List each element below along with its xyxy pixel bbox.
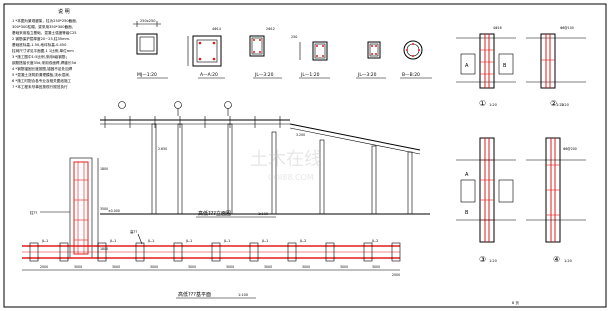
elevation-scale: 1:100 xyxy=(258,212,268,216)
section-label: JL—3:20 xyxy=(357,72,377,78)
plan-beam-label: JL-1 xyxy=(109,239,116,243)
plan-dims: 2000 3000 3000 3000 3000 3000 3000 3000 … xyxy=(40,265,400,277)
side-dim: 1800 xyxy=(100,167,108,171)
svg-text:3000: 3000 xyxy=(372,265,380,269)
detail-letter: B xyxy=(503,63,507,69)
side-dim: 3500 xyxy=(100,207,108,211)
rebar-label: 4Φ16 xyxy=(493,26,502,30)
svg-text:3000: 3000 xyxy=(74,265,82,269)
note-line: 1 *本图为景观廊架，柱为250*250截面， xyxy=(12,18,79,23)
svg-text:3000: 3000 xyxy=(150,265,158,269)
note-line: 2 钢筋保护层厚度20~25,柱35mm. xyxy=(12,36,70,41)
section-bb: B—B:20 xyxy=(400,40,432,79)
footing-detail-4: Φ8@200 ④ 1:20 xyxy=(526,137,586,264)
section-label: JL—1:20 xyxy=(300,72,320,78)
section-jl3a: 2Φ12 JL—3:20 xyxy=(249,27,282,79)
plan-scale: 1:100 xyxy=(238,293,248,297)
foundation-plan: JL-1 JL-1 JL-1 JL-1 JL-1 JL-1 JL-2 JL-2 … xyxy=(22,229,401,299)
section-dim: 250x250 xyxy=(140,19,155,23)
elevation-mark: 2.650 xyxy=(158,147,167,151)
rebar-label: 2Φ12 xyxy=(266,27,275,31)
detail-scale: 1:20 xyxy=(561,103,569,107)
section-label: A—A:20 xyxy=(200,72,218,78)
corner-mark: 1:20 xyxy=(556,103,564,107)
watermark-sub: COI88.COM xyxy=(268,173,314,182)
plan-beam-label: JL-1 xyxy=(223,239,230,243)
svg-text:2000: 2000 xyxy=(40,265,48,269)
plan-beam-label: JL-1 xyxy=(185,239,192,243)
note-line: 7 *本工程未尽事宜按现行规范执行 xyxy=(12,84,68,89)
watermark-text: 土木在线 xyxy=(250,149,322,170)
footing-detail-3: A B ③ 1:20 xyxy=(456,137,516,264)
note-line: 基础采用独立基础，混凝土强度等级C25 xyxy=(12,30,77,35)
watermark: 土木在线 COI88.COM xyxy=(250,149,322,182)
detail-letter: B xyxy=(465,210,469,216)
rebar-label: 4Φ14 xyxy=(212,27,221,31)
note-line: 5 *混凝土浇筑前清理模板,浇水湿润, xyxy=(12,72,70,77)
note-line: 4 *钢筋锚固长度按图,锚固不足处加焊 xyxy=(12,66,73,71)
elevation-rafters xyxy=(104,116,281,128)
section-dim: 250 xyxy=(291,35,297,39)
detail-scale: 1:20 xyxy=(564,259,572,263)
detail-letter: A xyxy=(465,63,469,69)
elevation-view: 2.650 3.200 ±0.000 高低???立面图 1:100 xyxy=(100,101,430,218)
notes-title: 说 明 xyxy=(58,8,70,15)
side-frame: 柱?? 1800 3500 1800 xyxy=(30,157,108,259)
svg-text:3000: 3000 xyxy=(264,265,272,269)
drawing-border xyxy=(3,3,607,308)
plan-beam-label: JL-2 xyxy=(299,239,306,243)
note-line: 300*300柱帽，梁采用350*300截面， xyxy=(12,24,75,29)
side-dim: 1800 xyxy=(100,247,108,251)
plan-beam-label: JL-1 xyxy=(261,239,268,243)
note-line: 柱网尺寸详见平面图,1 1比例,单位mm xyxy=(12,48,74,53)
callout: 柱?? xyxy=(30,210,37,215)
section-label: B—B:20 xyxy=(402,72,420,78)
note-line: 6 *施工时配合各专业及相关图纸施工 xyxy=(12,78,72,83)
detail-number: ② xyxy=(550,99,557,108)
detail-number: ③ xyxy=(479,255,486,264)
svg-text:3000: 3000 xyxy=(112,265,120,269)
detail-scale: 1:20 xyxy=(489,259,497,263)
detail-number: ④ xyxy=(553,255,560,264)
detail-letter: A xyxy=(465,172,469,178)
note-line: 3 *施工图中1:5比例,采用Ⅱ级钢筋； xyxy=(12,54,69,59)
plan-beam-label: JL-2 xyxy=(371,239,378,243)
svg-text:3000: 3000 xyxy=(340,265,348,269)
section-label: MJ—1:20 xyxy=(137,72,157,78)
rebar-label: Φ8@100 xyxy=(560,26,574,30)
page-mark: 8 页 xyxy=(512,301,519,305)
elevation-mark: 3.200 xyxy=(296,133,305,137)
svg-text:3000: 3000 xyxy=(226,265,234,269)
section-jl3b: JL—3:20 xyxy=(356,41,386,79)
detail-number: ① xyxy=(479,99,486,108)
svg-text:3000: 3000 xyxy=(302,265,310,269)
section-aa: 4Φ14 A—A:20 xyxy=(187,27,225,79)
notes-block: 说 明 1 *本图为景观廊架，柱为250*250截面， 300*300柱帽，梁采… xyxy=(12,8,79,89)
section-mj1: 250x250 MJ—1:20 xyxy=(133,19,168,79)
elevation-mark: ±0.000 xyxy=(108,209,120,213)
section-label: JL—3:20 xyxy=(254,72,274,78)
note-line: 基础底标高-1.50,地坪标高-0.450 xyxy=(12,42,67,47)
plan-title: 高低???基平面 xyxy=(178,291,211,298)
note-line: 钢筋搭接长度35d,采用双面焊,焊缝长5d xyxy=(12,60,76,65)
plan-beam-label: JL-1 xyxy=(147,239,154,243)
detail-scale: 1:20 xyxy=(489,103,497,107)
footing-detail-2: Φ8@100 ② 1:20 xyxy=(526,26,586,108)
elevation-title: 高低???立面图 xyxy=(198,210,231,217)
footing-detail-1: A B 4Φ16 ① 1:20 xyxy=(456,26,516,108)
plan-beam-label: JL-1 xyxy=(41,239,48,243)
rebar-label: Φ8@200 xyxy=(563,147,577,151)
callout: 高?? xyxy=(130,229,137,234)
section-jl1: 250 JL—1:20 xyxy=(291,35,330,79)
plan-columns xyxy=(29,242,401,262)
svg-text:3000: 3000 xyxy=(188,265,196,269)
svg-text:2000: 2000 xyxy=(392,273,400,277)
